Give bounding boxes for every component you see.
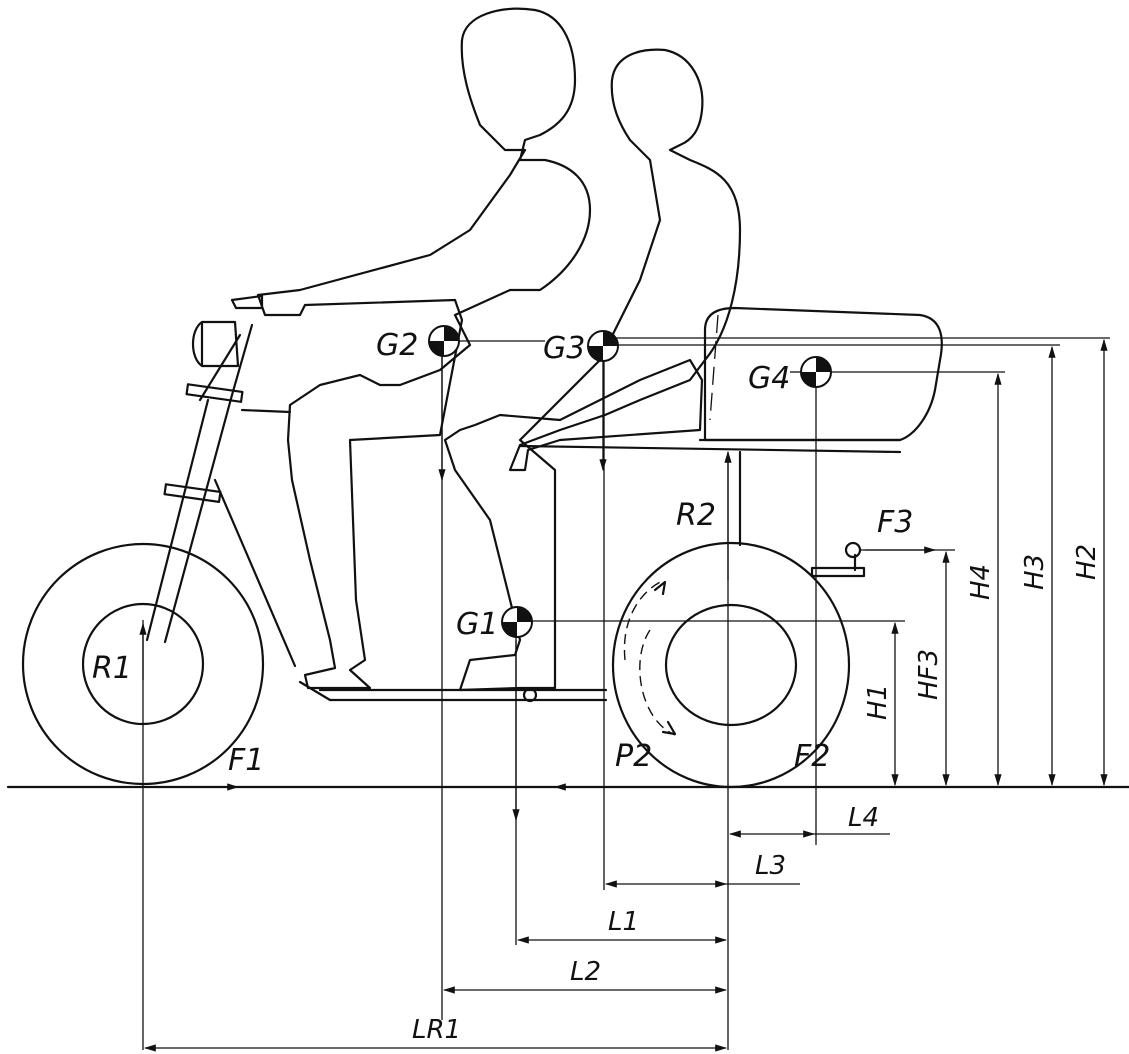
label-g2: G2 [376, 328, 418, 363]
label-p2: P2 [615, 739, 652, 774]
label-hf3: HF3 [914, 649, 944, 700]
towbar [810, 541, 866, 578]
label-g4: G4 [748, 361, 790, 396]
rider-rear [443, 48, 742, 692]
label-f3: F3 [877, 505, 913, 540]
rider-front [256, 7, 592, 690]
label-l4: L4 [848, 803, 879, 833]
handlebar [230, 294, 264, 310]
headlight [191, 320, 240, 368]
label-h4: H4 [966, 564, 996, 600]
label-f2: F2 [794, 739, 830, 774]
cargo-box [518, 306, 943, 547]
cog-marker-g3 [587, 330, 619, 362]
front-fork [145, 323, 297, 668]
cog-marker-g2 [428, 325, 460, 357]
frame [240, 408, 608, 703]
label-l3: L3 [755, 851, 786, 881]
rear-wheel [611, 541, 851, 789]
label-l2: L2 [570, 957, 601, 987]
label-h3: H3 [1020, 554, 1050, 590]
label-f1: F1 [228, 743, 264, 778]
label-h1: H1 [863, 684, 893, 720]
label-lr1: LR1 [412, 1015, 461, 1045]
label-r2: R2 [676, 498, 716, 533]
label-r1: R1 [92, 651, 132, 686]
label-l1: L1 [608, 907, 639, 937]
cog-marker-g4 [800, 356, 832, 388]
cog-marker-g1 [501, 606, 533, 638]
label-g3: G3 [543, 331, 585, 366]
label-h2: H2 [1072, 544, 1102, 580]
label-g1: G1 [456, 607, 498, 642]
